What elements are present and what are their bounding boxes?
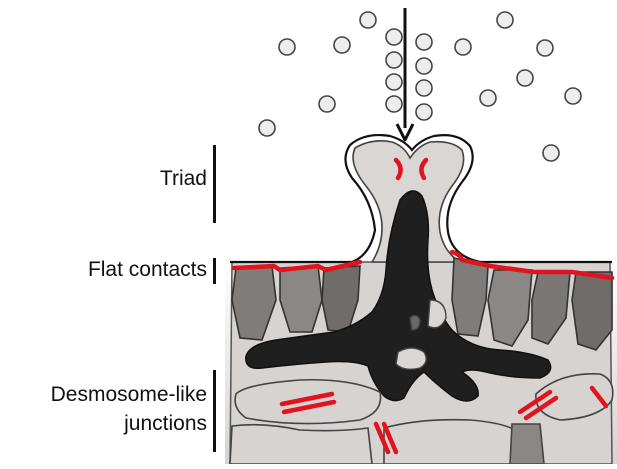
vesicle <box>334 37 350 53</box>
bracket-triad <box>213 145 216 223</box>
vesicle <box>497 12 513 28</box>
vesicle <box>480 90 496 106</box>
vesicle <box>279 39 295 55</box>
vesicle <box>386 52 402 68</box>
vesicle <box>360 12 376 28</box>
vesicle <box>386 96 402 112</box>
vesicle <box>416 34 432 50</box>
cell <box>235 380 380 424</box>
vesicle <box>517 70 533 86</box>
vesicle <box>416 104 432 120</box>
vesicle <box>543 145 559 161</box>
label-desmosome-line2: junctions <box>124 412 207 436</box>
vesicle <box>319 96 335 112</box>
cell <box>572 272 612 350</box>
vesicle <box>537 40 553 56</box>
flat-contact-cells-left <box>232 266 360 340</box>
vesicle <box>386 29 402 45</box>
vesicle <box>455 39 471 55</box>
label-desmosome-line1: Desmosome-like <box>51 383 207 407</box>
inclusion <box>396 348 426 369</box>
inclusion <box>410 315 420 330</box>
vesicle <box>386 74 402 90</box>
cell <box>280 266 322 332</box>
vesicle <box>416 80 432 96</box>
vesicle <box>565 88 581 104</box>
label-flat-contacts: Flat contacts <box>88 258 207 282</box>
label-triad: Triad <box>160 167 207 191</box>
cell <box>384 420 524 464</box>
vesicle <box>416 58 432 74</box>
bracket-flat-contacts <box>213 258 216 284</box>
cell <box>230 425 372 464</box>
bracket-desmosome <box>213 370 216 452</box>
vesicle <box>259 120 275 136</box>
cell <box>510 424 544 464</box>
